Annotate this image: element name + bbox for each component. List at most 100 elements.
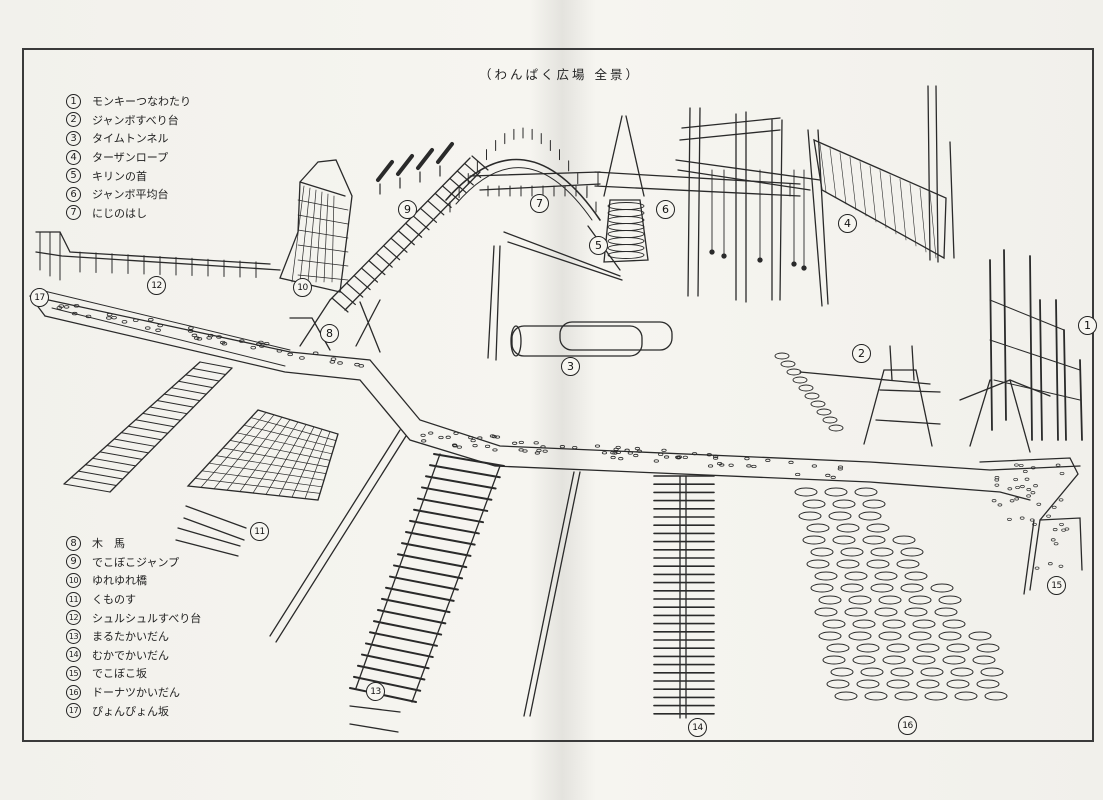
ramp-rung [412,215,430,231]
ladder-rung [199,361,233,369]
donut-tire [976,643,1000,653]
net-line [859,161,867,217]
ladder-rung [77,470,124,480]
net-line [297,259,349,267]
walkway-stone [207,333,214,338]
walkway-stone [512,441,518,445]
callout-5: 5 [589,236,608,255]
ladder-rung [142,412,182,421]
donut-tire [950,667,974,677]
callout-17: 17 [30,288,49,307]
walkway-stone [484,444,491,448]
walkway-stone [534,451,540,455]
legend-label: でこぼこジャンプ [92,555,180,569]
walkway-stone [594,444,601,448]
walkway-stone [312,351,319,355]
donut-tire [938,631,962,641]
walkway-stone [811,464,817,468]
ladder-rung [99,451,143,460]
net-line [839,152,847,205]
ladder-rung [113,438,156,447]
walkway-stone [216,335,222,339]
donut-tire [824,487,848,497]
net-line [323,193,329,283]
log-step [357,664,426,681]
donut-tire [874,607,898,617]
ladder-rung [156,400,194,408]
walkway-stone [456,445,462,449]
loose-logs [269,429,581,717]
donut-tire [924,691,948,701]
ramp-rung [456,170,474,186]
walkway-stone [536,448,542,453]
net-line [297,229,349,239]
walkway-stone [250,345,257,350]
pyonpyon-slope [39,289,291,367]
tire [607,237,645,245]
net-line [315,191,323,283]
legend-label: ゆれゆれ橋 [92,574,147,588]
legend-number: 15 [66,665,81,681]
slope-stone [991,499,997,503]
walkway-stone [492,448,498,452]
legend-label: ジャンボすべり台 [92,113,179,127]
slope-stone [1046,514,1051,518]
ramp-rung [405,222,423,238]
legend-label: にじのはし [92,206,147,220]
ladder-rung [192,367,227,376]
walkway-stone [337,361,343,365]
log-step [389,575,459,591]
walkway-stone [196,337,203,341]
spider-web-net [175,409,339,557]
net-line [889,174,897,235]
callout-13: 13 [366,682,385,701]
walkway-stone [661,448,667,452]
donut-tire [984,691,1008,701]
slope-stone [1058,498,1064,502]
rainbow-bridge [445,127,601,221]
callout-9: 9 [398,200,417,219]
walkway-stone [540,445,546,449]
legend-number: 16 [66,684,81,700]
donut-tire [886,679,910,689]
rope-knot [791,261,797,267]
net-line [201,470,323,488]
log-step [429,464,501,479]
ladder-rung [70,477,117,486]
walkway-path [29,295,1081,501]
donut-tire [848,631,872,641]
net-line [304,431,331,499]
slope-stone [1022,469,1028,474]
walkway-stone [330,357,337,361]
donut-tire [878,595,902,605]
slope-stone [1030,466,1036,470]
legend-label: ジャンボ平均台 [92,188,169,202]
net-line [297,244,349,253]
walkway-stone [472,444,478,448]
monkey-pole [1063,329,1067,441]
tire [607,202,645,210]
log-step [361,653,430,670]
slope-stone [1018,463,1024,468]
walkway-stone [71,311,78,316]
legend-number: 14 [66,647,81,663]
slope-stone [1026,494,1031,498]
walkway-stone [193,336,200,340]
ladder-rung [106,444,150,454]
slope-stone [1059,471,1065,476]
slope-stone [1030,491,1036,495]
walkway-stone [765,458,771,462]
slope-texture [991,463,1070,570]
monkey-pole [1079,359,1083,441]
dekoboko-slope [979,457,1083,595]
rope-knot [709,249,715,255]
walkway-stone [428,431,434,435]
net-line [899,178,907,241]
walkway-stone [276,349,283,353]
